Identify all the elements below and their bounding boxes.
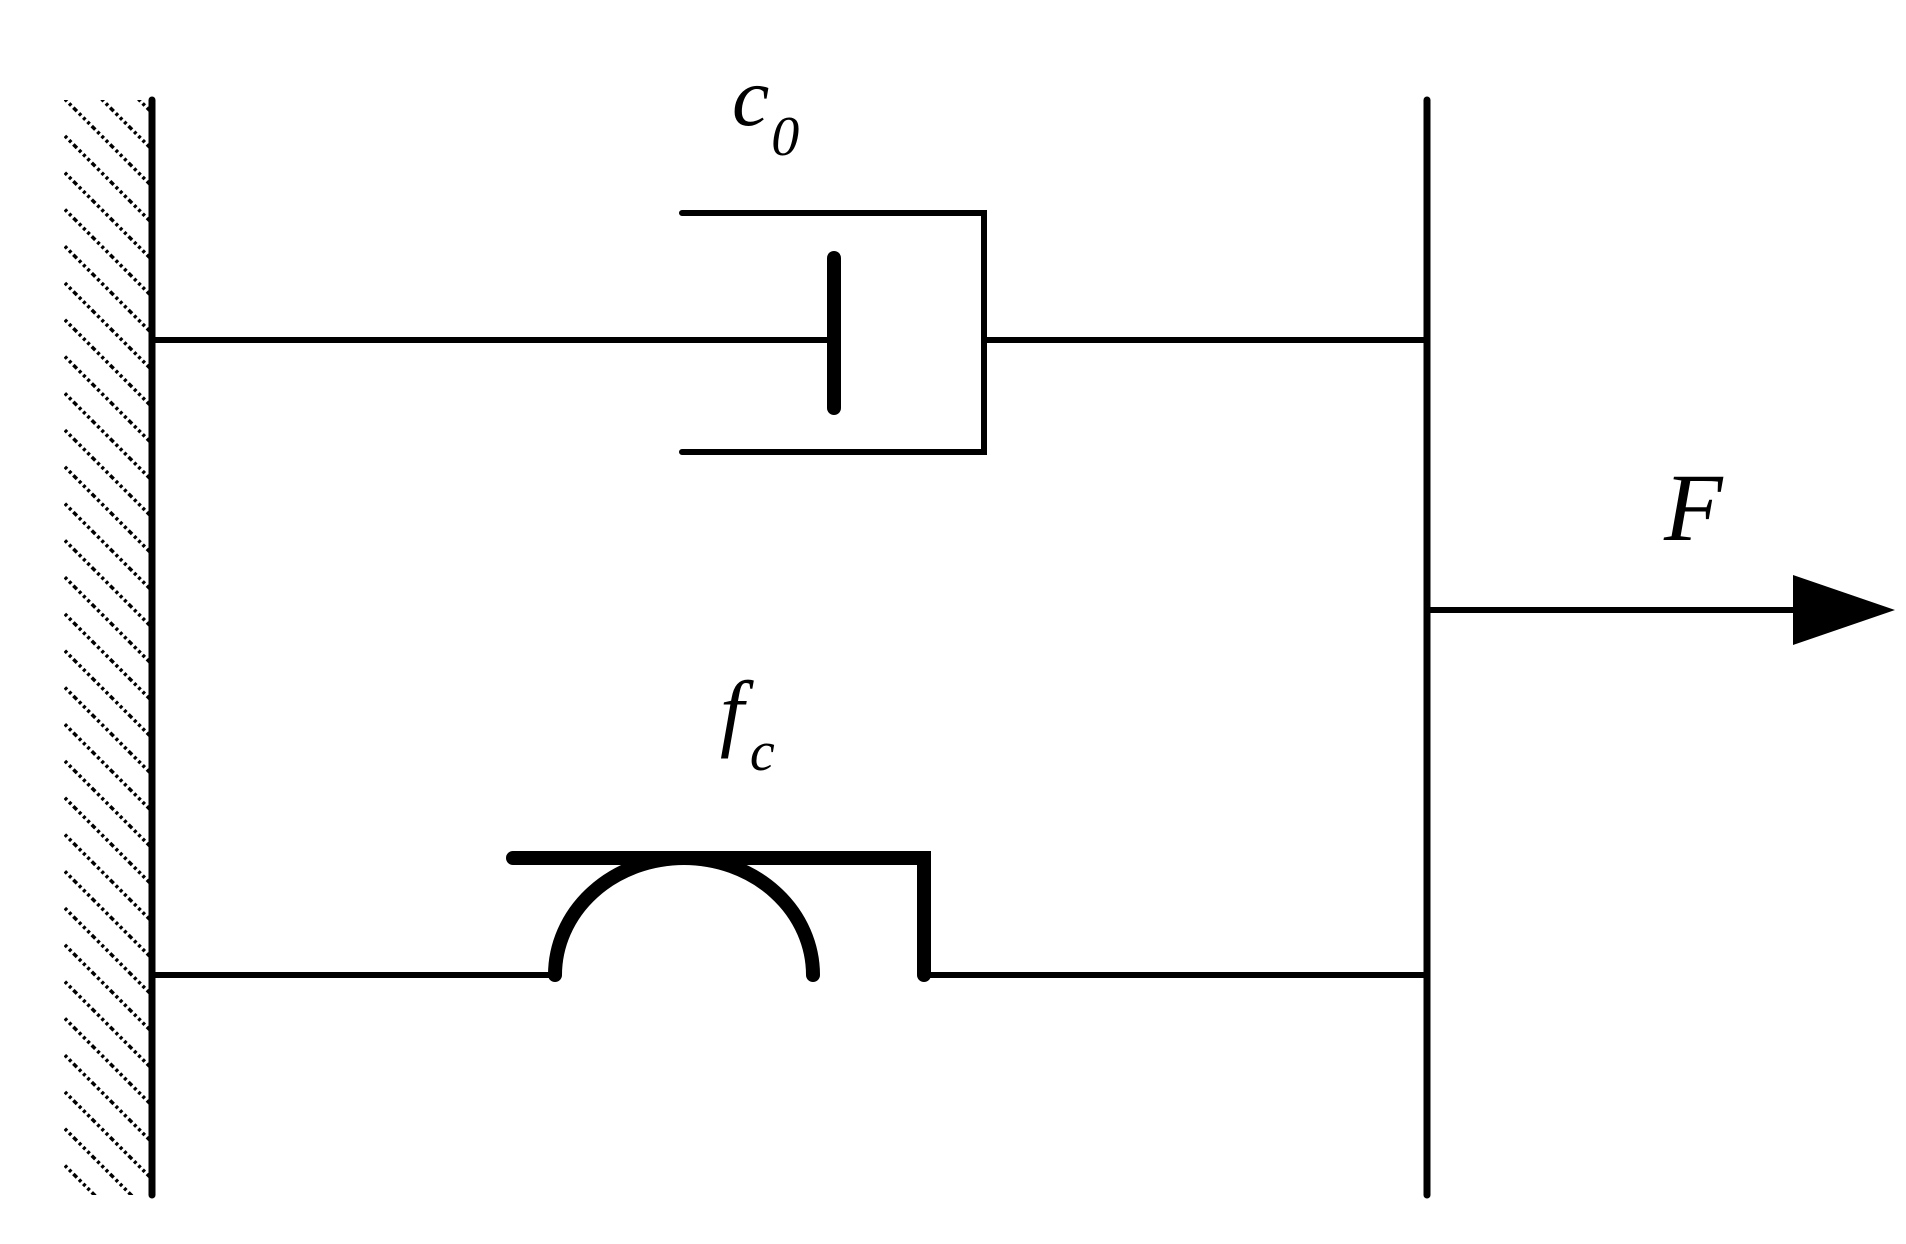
- force-arrow: [1424, 575, 1895, 645]
- damper-label: c0: [732, 51, 799, 168]
- damper-cylinder: [679, 210, 987, 455]
- friction-label-main: f: [720, 663, 754, 759]
- force-arrowhead: [1793, 575, 1895, 645]
- damper-label-subscript: 0: [771, 106, 799, 168]
- damper-element: [149, 210, 1430, 455]
- friction-plate: [506, 851, 931, 982]
- friction-arc: [548, 851, 820, 982]
- friction-label-subscript: c: [750, 721, 775, 783]
- force-label: F: [1663, 454, 1724, 561]
- friction-element: [149, 851, 1430, 982]
- fixed-wall: [64, 96, 156, 1199]
- damper-label-main: c: [732, 51, 769, 144]
- wall-hatching: [64, 100, 152, 1195]
